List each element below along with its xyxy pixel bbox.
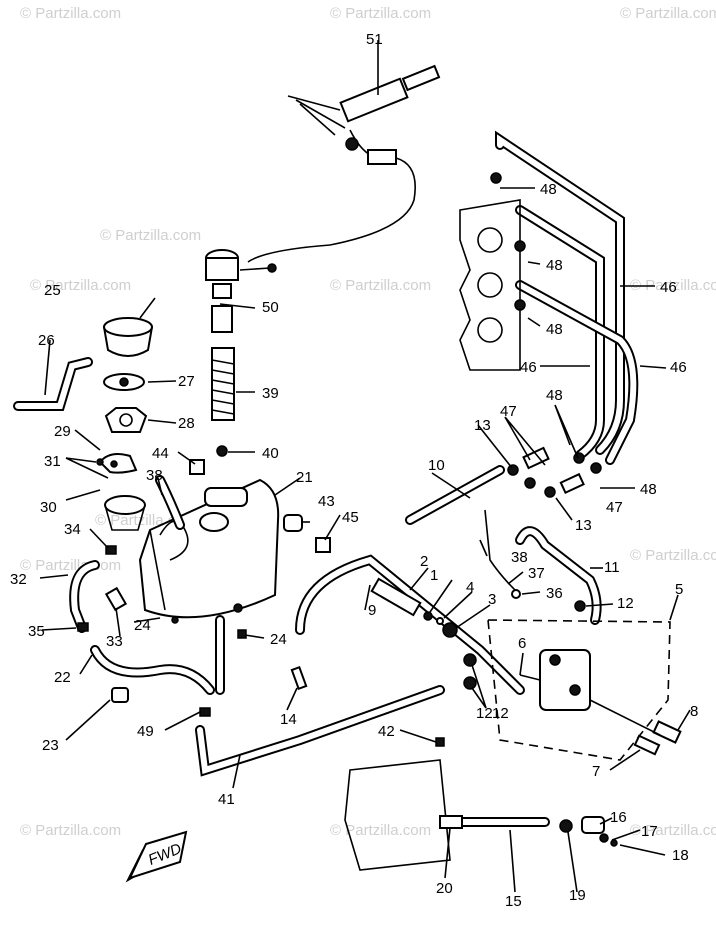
callout-38a: 38 — [146, 467, 163, 484]
watermark: © Partzilla.com — [630, 277, 716, 294]
callout-48d: 48 — [546, 387, 563, 404]
watermark: © Partzilla.com — [630, 547, 716, 564]
callout-47b: 47 — [606, 499, 623, 516]
callout-13a: 13 — [474, 417, 491, 434]
engine-block-bottom — [344, 759, 451, 871]
watermark: © Partzilla.com — [20, 822, 121, 839]
part-6-oil-pump — [519, 649, 591, 711]
part-50-39-float — [205, 249, 277, 457]
leader-lines — [39, 40, 691, 893]
callout-31: 31 — [44, 453, 61, 470]
watermark: © Partzilla.com — [20, 557, 121, 574]
callout-24b: 24 — [270, 631, 287, 648]
callout-25: 25 — [44, 282, 61, 299]
callout-42: 42 — [378, 723, 395, 740]
callout-5: 5 — [675, 581, 683, 598]
callout-15: 15 — [505, 893, 522, 910]
callout-8: 8 — [690, 703, 698, 720]
watermark: © Partzilla.com — [630, 822, 716, 839]
callout-51: 51 — [366, 31, 383, 48]
part-2-connector — [370, 577, 422, 617]
part-21-oil-tank — [138, 478, 280, 624]
callout-50: 50 — [262, 299, 279, 316]
callout-2: 2 — [420, 553, 428, 570]
watermark: © Partzilla.com — [620, 5, 716, 22]
callout-26: 26 — [38, 332, 55, 349]
callout-49: 49 — [137, 723, 154, 740]
callout-48b: 48 — [546, 257, 563, 274]
callout-48e: 48 — [640, 481, 657, 498]
callout-38b: 38 — [511, 549, 528, 566]
watermark: © Partzilla.com — [330, 5, 431, 22]
part-30-31-bracket — [96, 453, 146, 555]
callout-23: 23 — [42, 737, 59, 754]
callout-47a: 47 — [500, 403, 517, 420]
watermark: © Partzilla.com — [100, 227, 201, 244]
callout-labels: 1 2 3 4 5 6 7 8 9 10 11 12 12 12 13 13 1… — [10, 31, 698, 910]
part-46-hoses — [495, 130, 639, 465]
part-5-pump-box — [487, 619, 671, 761]
fwd-arrow — [125, 830, 188, 883]
callout-40: 40 — [262, 445, 279, 462]
part-20-fitting — [439, 815, 463, 829]
callout-46a: 46 — [660, 279, 677, 296]
callout-1: 1 — [430, 567, 438, 584]
callout-39: 39 — [262, 385, 279, 402]
callout-19: 19 — [569, 887, 586, 904]
callout-3: 3 — [488, 591, 496, 608]
callout-20: 20 — [436, 880, 453, 897]
callout-48a: 48 — [540, 181, 557, 198]
callout-32: 32 — [10, 571, 27, 588]
callout-34: 34 — [64, 521, 81, 538]
callout-30: 30 — [40, 499, 57, 516]
watermark: © Partzilla.com — [30, 277, 131, 294]
callout-27: 27 — [178, 373, 195, 390]
callout-16: 16 — [610, 809, 627, 826]
callout-22: 22 — [54, 669, 71, 686]
callout-17: 17 — [641, 823, 658, 840]
engine-block-top — [459, 199, 521, 371]
callout-9: 9 — [368, 602, 376, 619]
watermark: © Partzilla.com — [330, 277, 431, 294]
callout-44: 44 — [152, 445, 169, 462]
callout-12a: 12 — [617, 595, 634, 612]
callout-13b: 13 — [575, 517, 592, 534]
callout-41: 41 — [218, 791, 235, 808]
callout-35: 35 — [28, 623, 45, 640]
callout-12b: 12 — [476, 705, 493, 722]
callout-12c: 12 — [492, 705, 509, 722]
part-9-hose — [295, 554, 525, 695]
callout-45: 45 — [342, 509, 359, 526]
callout-46c: 46 — [670, 359, 687, 376]
callout-28: 28 — [178, 415, 195, 432]
callout-46b: 46 — [520, 359, 537, 376]
callout-48c: 48 — [546, 321, 563, 338]
callout-21: 21 — [296, 469, 313, 486]
callout-43: 43 — [318, 493, 335, 510]
part-26-hose — [13, 357, 93, 411]
callout-6: 6 — [518, 635, 526, 652]
drawing — [13, 40, 691, 893]
callout-29: 29 — [54, 423, 71, 440]
callout-14: 14 — [280, 711, 297, 728]
watermark: © Partzilla.com — [20, 5, 121, 22]
callout-33: 33 — [106, 633, 123, 650]
callout-10: 10 — [428, 457, 445, 474]
callout-7: 7 — [592, 763, 600, 780]
watermark: © Partzilla.com — [330, 822, 431, 839]
part-51-sensor-harness — [247, 64, 441, 263]
callout-4: 4 — [466, 579, 474, 596]
callout-37: 37 — [528, 565, 545, 582]
watermarks: © Partzilla.com © Partzilla.com © Partzi… — [20, 5, 716, 839]
callout-18: 18 — [672, 847, 689, 864]
callout-36: 36 — [546, 585, 563, 602]
callout-24a: 24 — [134, 617, 151, 634]
part-25-28-cap — [102, 317, 154, 433]
callout-11: 11 — [604, 559, 620, 576]
